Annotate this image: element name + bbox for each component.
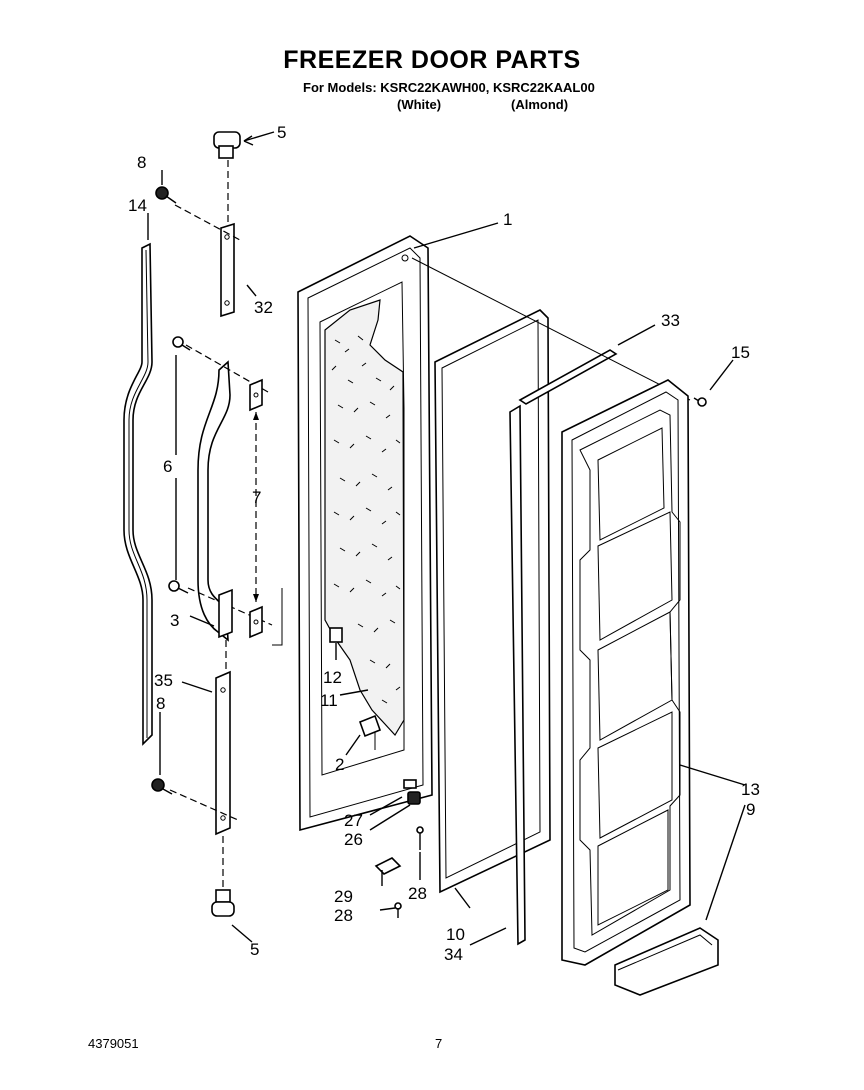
callout-26: 26 <box>344 830 363 849</box>
bottom-hinge-pin <box>211 889 235 917</box>
callout-8-top: 8 <box>137 153 146 172</box>
leader-lines <box>147 131 746 946</box>
handle-bracket-3 <box>218 588 233 639</box>
callout-3: 3 <box>170 611 179 630</box>
callout-27: 27 <box>344 811 363 830</box>
outer-door-panel <box>297 235 433 832</box>
callout-13: 13 <box>741 780 760 799</box>
screw-6-bottom <box>168 580 189 594</box>
callout-8-bottom: 8 <box>156 694 165 713</box>
callout-5-bottom: 5 <box>250 940 259 959</box>
axis-line-screw-8 <box>174 204 241 241</box>
callout-15: 15 <box>731 343 750 362</box>
seal-strip-34 <box>509 404 526 946</box>
model-color-almond: (Almond) <box>511 97 569 112</box>
clip-12 <box>329 627 343 643</box>
callout-33: 33 <box>661 311 680 330</box>
page-title: FREEZER DOOR PARTS <box>283 46 581 74</box>
screw-8-bottom <box>151 778 173 795</box>
callout-9: 9 <box>746 800 755 819</box>
alignment-line-upper <box>411 257 691 401</box>
callout-7: 7 <box>252 488 261 507</box>
callout-28-right: 28 <box>408 884 427 903</box>
callout-35: 35 <box>154 671 173 690</box>
callout-10: 10 <box>446 925 465 944</box>
callout-32: 32 <box>254 298 273 317</box>
callout-28-left: 28 <box>334 906 353 925</box>
model-color-white: (White) <box>397 97 442 112</box>
screw-8-top <box>155 186 177 204</box>
callout-1: 1 <box>503 210 512 229</box>
side-trim-14 <box>123 242 153 746</box>
bracket-29 <box>374 857 402 875</box>
bracket-2 <box>358 714 382 750</box>
axis-line-screw-8-bottom <box>169 789 239 821</box>
callout-2: 2 <box>335 755 344 774</box>
callout-6: 6 <box>163 457 172 476</box>
spacer-33 <box>518 349 618 405</box>
callout-11: 11 <box>320 691 338 710</box>
screw-15 <box>693 397 707 407</box>
lower-bracket-35 <box>215 670 231 836</box>
callout-34: 34 <box>444 945 463 964</box>
top-hinge-pin <box>213 131 241 159</box>
hinge-cap-26-27 <box>403 779 421 805</box>
handle-clip-upper <box>249 378 263 412</box>
callout-14: 14 <box>128 196 147 215</box>
door-bin-9 <box>614 927 719 996</box>
callout-5-top: 5 <box>277 123 286 142</box>
models-line: For Models: KSRC22KAWH00, KSRC22KAAL00 <box>303 80 595 95</box>
callout-29: 29 <box>334 887 353 906</box>
screw-28-lower <box>394 902 402 918</box>
screw-28-upper <box>416 826 424 850</box>
page-number: 7 <box>435 1036 443 1051</box>
document-number: 4379051 <box>88 1036 139 1051</box>
callout-12: 12 <box>323 668 342 687</box>
upper-bracket <box>220 222 235 318</box>
inner-door-liner <box>561 379 691 966</box>
screw-6-top <box>172 336 191 351</box>
handle-clip-lower <box>249 605 263 639</box>
